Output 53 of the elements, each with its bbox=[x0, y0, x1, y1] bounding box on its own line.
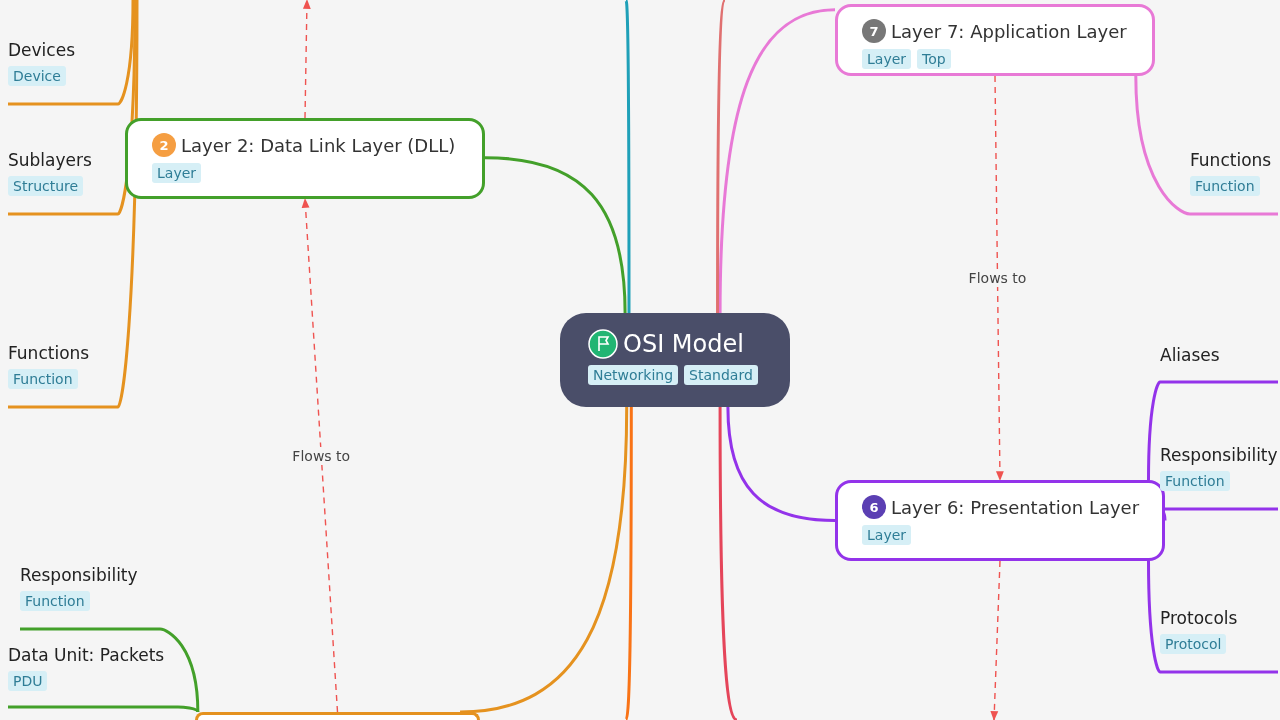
branch-line bbox=[726, 406, 836, 522]
layer-topic-card bbox=[835, 4, 1155, 76]
topic-title: Protocols bbox=[1160, 608, 1238, 628]
number-badge: 2 bbox=[152, 133, 176, 157]
topic-title: Responsibility bbox=[1160, 445, 1278, 465]
tag-label: Function bbox=[1190, 176, 1260, 196]
tag-label: Layer bbox=[152, 163, 202, 183]
tag-label: Top bbox=[917, 49, 951, 69]
topic-card bbox=[195, 712, 480, 720]
topic-title: Layer 7: Application Layer bbox=[891, 20, 1127, 42]
topic-title: Aliases bbox=[1160, 345, 1220, 365]
tag-label: Protocol bbox=[1160, 634, 1227, 654]
tag-label: Layer bbox=[862, 525, 912, 545]
branch-line bbox=[1134, 75, 1278, 216]
topic-title: Functions bbox=[1190, 150, 1272, 170]
topic-title: Layer 6: Presentation Layer bbox=[891, 496, 1140, 518]
branch-line bbox=[624, 407, 633, 720]
branch-line bbox=[718, 8, 836, 314]
branch-line bbox=[484, 156, 627, 314]
topic-title: Data Unit: Packets bbox=[8, 645, 165, 665]
branch-line bbox=[8, 705, 199, 713]
tag-label: Networking bbox=[588, 365, 679, 385]
arrow bbox=[302, 0, 311, 119]
branch-line bbox=[624, 0, 631, 313]
topic-title: Responsibility bbox=[20, 565, 138, 585]
topic-title: OSI Model bbox=[623, 330, 744, 358]
number-badge: 7 bbox=[862, 19, 886, 43]
topic-title: Layer 2: Data Link Layer (DLL) bbox=[181, 134, 456, 156]
layer-topic-card bbox=[835, 480, 1165, 561]
layer-topic-card bbox=[125, 118, 485, 199]
tag-label: Function bbox=[20, 591, 90, 611]
tag-label: Function bbox=[1160, 471, 1230, 491]
branch-line bbox=[8, 0, 135, 106]
branch-line bbox=[1147, 561, 1278, 674]
branch-line bbox=[459, 406, 629, 714]
number-badge: 6 bbox=[862, 495, 886, 519]
branch-line bbox=[718, 407, 738, 720]
topic-title: Sublayers bbox=[8, 150, 92, 170]
branch-line bbox=[716, 0, 727, 313]
tag-label: Structure bbox=[8, 176, 84, 196]
tag-label: PDU bbox=[8, 671, 48, 691]
arrow bbox=[990, 560, 1001, 720]
arrow bbox=[994, 75, 1004, 481]
topic-title: Functions bbox=[8, 343, 90, 363]
topic-title: Devices bbox=[8, 40, 75, 60]
tag-label: Device bbox=[8, 66, 66, 86]
arrow bbox=[301, 198, 339, 713]
branch-line bbox=[20, 627, 200, 713]
tag-label: Function bbox=[8, 369, 78, 389]
branch-line bbox=[1147, 380, 1278, 480]
tag-label: Standard bbox=[684, 365, 758, 385]
tag-label: Layer bbox=[862, 49, 912, 69]
root-topic-card bbox=[560, 313, 790, 407]
